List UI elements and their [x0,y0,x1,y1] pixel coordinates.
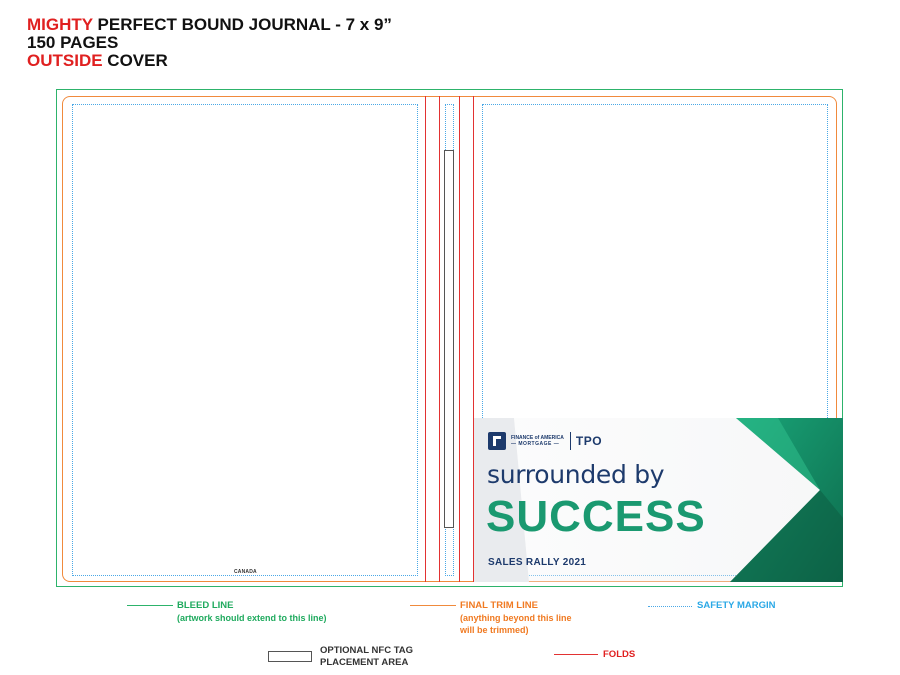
legend-folds-swatch [554,654,598,655]
brand-logo: FINANCE of AMERICA — MORTGAGE — TPO [488,430,602,452]
cover-tagline: surrounded by [487,460,665,489]
legend-folds-title: FOLDS [603,649,636,660]
cover-artwork [474,418,843,582]
logo-subtitle: — MORTGAGE — [511,441,560,447]
logo-name: FINANCE of AMERICA [511,435,564,441]
trim-line-spine-bottom [425,581,474,582]
legend-bleed-title: BLEED LINE [177,600,234,611]
legend-trim: FINAL TRIM LINE (anything beyond this li… [460,600,572,636]
title-line: MIGHTY PERFECT BOUND JOURNAL - 7 x 9” [27,16,392,34]
cover-event-title: SALES RALLY 2021 [488,557,587,568]
fold-line-2 [439,96,440,582]
title-highlight: MIGHTY [27,15,93,34]
legend-nfc: OPTIONAL NFC TAG PLACEMENT AREA [320,645,413,669]
fold-line-4 [473,96,474,582]
logo-division: TPO [575,434,603,448]
legend-trim-note-1: (anything beyond this line [460,613,572,623]
cover-headline: SUCCESS [486,492,706,541]
cover-background-graphic [474,418,843,582]
page-count: 150 PAGES [27,33,119,52]
legend-trim-note-2: will be trimmed) [460,625,529,635]
legend-bleed: BLEED LINE (artwork should extend to thi… [177,600,327,624]
trim-line-back [62,96,425,582]
bleed-line [56,89,843,587]
trim-line-spine-top [425,96,474,97]
fold-line-1 [425,96,426,582]
nfc-tag-area [444,150,454,528]
legend-bleed-swatch [127,605,173,606]
legend-nfc-swatch [268,651,312,662]
legend-safety-title: SAFETY MARGIN [697,600,776,611]
logo-wordmark: FINANCE of AMERICA — MORTGAGE — [511,435,564,447]
fold-line-3 [459,96,460,582]
legend-trim-swatch [410,605,456,606]
safety-margin-back [72,104,418,576]
title-rest: PERFECT BOUND JOURNAL - 7 x 9” [92,15,392,34]
legend-nfc-line1: OPTIONAL NFC TAG [320,645,414,656]
cover-side-rest: COVER [102,51,168,70]
logo-mark-icon [488,432,506,450]
legend-trim-title: FINAL TRIM LINE [460,600,538,611]
cover-side-line: OUTSIDE COVER [27,52,392,70]
legend-safety-swatch [648,606,692,607]
back-cover-imprint: CANADA [234,569,257,575]
page-header: MIGHTY PERFECT BOUND JOURNAL - 7 x 9” 15… [27,16,392,70]
logo-divider [569,432,571,450]
legend-bleed-note: (artwork should extend to this line) [177,613,327,623]
legend-nfc-line2: PLACEMENT AREA [320,657,409,668]
cover-side-highlight: OUTSIDE [27,51,103,70]
